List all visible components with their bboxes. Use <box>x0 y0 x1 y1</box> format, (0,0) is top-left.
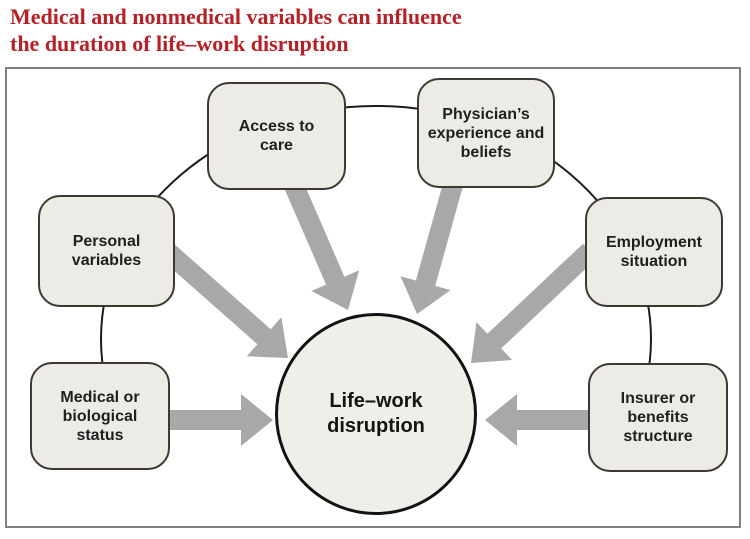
node-label-line: experience and <box>427 124 545 142</box>
node-personal-variables: Personal variables <box>38 195 175 307</box>
node-access-to-care: Access to care <box>207 82 346 190</box>
arrow-employment-to-center <box>471 243 597 363</box>
arrow-layer <box>160 177 597 446</box>
node-label-line: status <box>76 426 124 444</box>
node-label-line: situation <box>620 253 688 270</box>
node-label-line: beliefs <box>460 143 512 161</box>
center-label-line: disruption <box>327 415 425 437</box>
diagram-frame: Access to care Physician’s experience an… <box>5 67 741 528</box>
node-insurer-benefits-structure: Insurer or benefits structure <box>588 363 728 472</box>
node-label-line: Personal <box>72 233 141 250</box>
node-label-line: biological <box>62 407 138 425</box>
figure-title: Medical and nonmedical variables can inf… <box>10 3 730 57</box>
center-label-line: Life–work <box>329 390 423 412</box>
node-label-line: variables <box>71 252 142 269</box>
arrow-personal-to-center <box>160 243 288 358</box>
arrow-access-to-center <box>282 177 360 310</box>
node-label-line: Physician’s <box>442 105 530 123</box>
figure-title-line-1: Medical and nonmedical variables can inf… <box>10 4 462 29</box>
node-physician-experience-beliefs: Physician’s experience and beliefs <box>417 78 555 188</box>
diagram-canvas <box>100 105 652 469</box>
arrow-medical-to-center <box>162 394 273 446</box>
node-label-line: structure <box>623 428 693 445</box>
node-label-line: Employment <box>605 234 702 251</box>
node-medical-biological-status: Medical or biological status <box>30 362 170 470</box>
node-label-line: Medical or <box>60 388 140 406</box>
node-label-line: care <box>260 137 293 154</box>
connector-ring-line <box>100 105 652 469</box>
figure-title-line-2: the duration of life–work disruption <box>10 31 349 56</box>
node-label-line: benefits <box>627 409 689 426</box>
node-label-line: Insurer or <box>620 390 696 407</box>
node-employment-situation: Employment situation <box>585 197 723 307</box>
node-label-line: Access to <box>238 118 315 135</box>
arrow-physician-to-center <box>400 178 464 314</box>
node-life-work-disruption: Life–work disruption <box>275 313 477 515</box>
arrow-insurer-to-center <box>485 394 596 446</box>
